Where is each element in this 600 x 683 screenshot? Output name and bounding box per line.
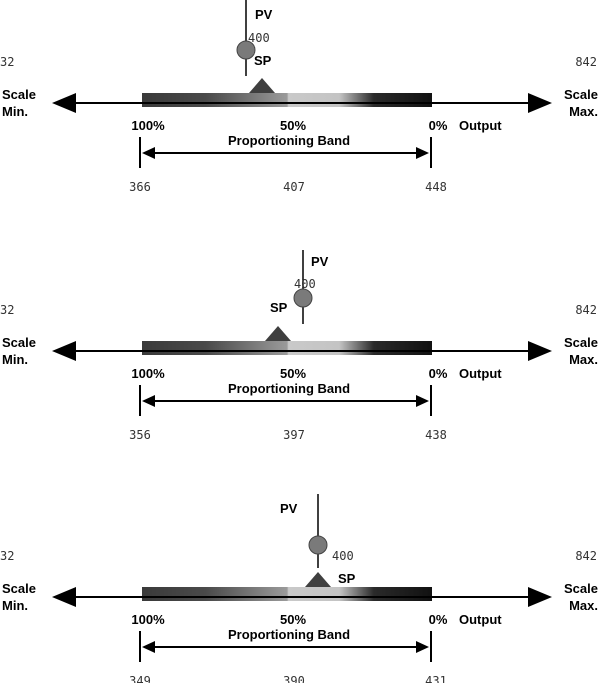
percent-50-label: 50% <box>280 612 306 627</box>
scale-min-label: Scale <box>2 335 36 350</box>
percent-0-label: 0% <box>429 366 448 381</box>
sp-marker <box>249 78 275 93</box>
proportioning-band-label: Proportioning Band <box>228 133 350 148</box>
scale-min-label: Min. <box>2 104 28 119</box>
pv-marker <box>236 40 256 60</box>
band-mid-value: 390 <box>283 674 305 683</box>
sp-marker <box>265 326 291 341</box>
output-label: Output <box>459 612 502 627</box>
proportioning-band-label: Proportioning Band <box>228 381 350 396</box>
scale-min-value: 32 <box>0 549 14 563</box>
pv-marker <box>308 535 328 555</box>
sp-label: SP <box>254 53 272 68</box>
scale-min-label: Scale <box>2 87 36 102</box>
scale-min-value: 32 <box>0 303 14 317</box>
output-label: Output <box>459 366 502 381</box>
band-right-arrowhead <box>416 395 429 407</box>
scale-max-value: 842 <box>575 55 597 69</box>
scale-left-arrowhead <box>52 587 76 607</box>
band-low-value: 366 <box>129 180 151 194</box>
band-right-arrowhead <box>416 147 429 159</box>
percent-50-label: 50% <box>280 118 306 133</box>
band-high-value: 438 <box>425 428 447 442</box>
band-low-value: 356 <box>129 428 151 442</box>
scale-left-arrowhead <box>52 341 76 361</box>
scale-min-label: Scale <box>2 581 36 596</box>
scale-max-label: Max. <box>569 352 598 367</box>
scale-max-label: Scale <box>564 335 598 350</box>
band-right-arrowhead <box>416 641 429 653</box>
output-label: Output <box>459 118 502 133</box>
scale-max-label: Max. <box>569 104 598 119</box>
percent-0-label: 0% <box>429 118 448 133</box>
sp-label: SP <box>270 300 288 315</box>
percent-100-label: 100% <box>131 118 165 133</box>
sp-label: SP <box>338 571 356 586</box>
band-left-arrowhead <box>142 147 155 159</box>
output-bar <box>142 93 432 107</box>
scale-right-arrowhead <box>528 587 552 607</box>
percent-0-label: 0% <box>429 612 448 627</box>
scale-right-arrowhead <box>528 341 552 361</box>
scale-right-arrowhead <box>528 93 552 113</box>
sp-marker <box>305 572 331 587</box>
band-mid-value: 407 <box>283 180 305 194</box>
scale-max-value: 842 <box>575 549 597 563</box>
percent-100-label: 100% <box>131 366 165 381</box>
pv-label: PV <box>311 254 329 269</box>
pv-marker <box>293 288 313 308</box>
pv-value: 400 <box>248 31 270 45</box>
band-mid-value: 397 <box>283 428 305 442</box>
scale-min-label: Min. <box>2 352 28 367</box>
pv-value: 400 <box>294 277 316 291</box>
pv-value: 400 <box>332 549 354 563</box>
percent-100-label: 100% <box>131 612 165 627</box>
band-high-value: 431 <box>425 674 447 683</box>
band-left-arrowhead <box>142 395 155 407</box>
output-bar <box>142 341 432 355</box>
scale-max-label: Scale <box>564 581 598 596</box>
scale-left-arrowhead <box>52 93 76 113</box>
pv-label: PV <box>255 7 273 22</box>
pv-label: PV <box>280 501 298 516</box>
scale-max-label: Max. <box>569 598 598 613</box>
percent-50-label: 50% <box>280 366 306 381</box>
proportioning-band-label: Proportioning Band <box>228 627 350 642</box>
scale-min-label: Min. <box>2 598 28 613</box>
scale-min-value: 32 <box>0 55 14 69</box>
band-left-arrowhead <box>142 641 155 653</box>
band-high-value: 448 <box>425 180 447 194</box>
band-low-value: 349 <box>129 674 151 683</box>
scale-max-label: Scale <box>564 87 598 102</box>
scale-max-value: 842 <box>575 303 597 317</box>
output-bar <box>142 587 432 601</box>
